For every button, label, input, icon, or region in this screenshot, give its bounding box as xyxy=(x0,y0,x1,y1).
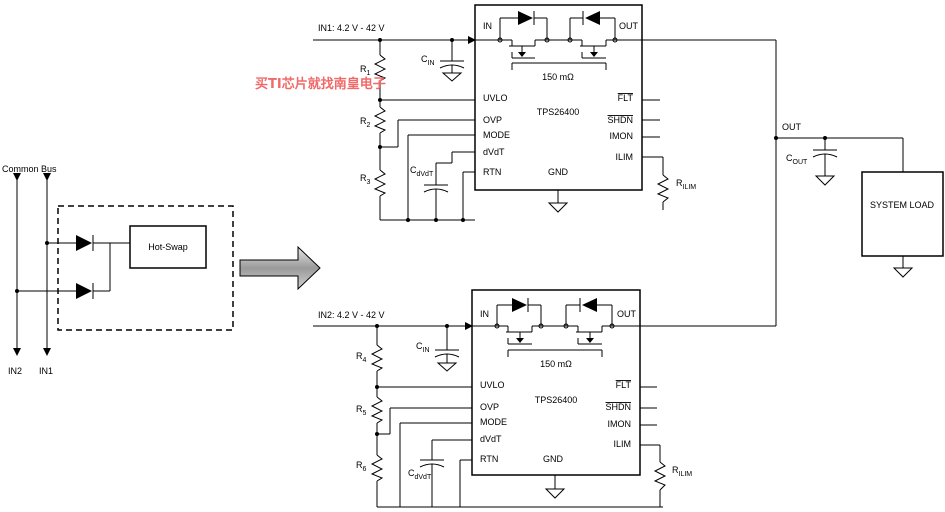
svg-text:FLT: FLT xyxy=(616,380,632,390)
svg-text:TPS26400: TPS26400 xyxy=(535,395,578,405)
svg-text:IN: IN xyxy=(480,309,489,319)
svg-text:R6: R6 xyxy=(356,460,367,473)
transform-arrow-icon xyxy=(239,245,321,291)
svg-text:OUT: OUT xyxy=(619,21,639,31)
svg-text:OVP: OVP xyxy=(483,115,502,125)
circuit-2: IN2: 4.2 V - 42 V CIN R4 R5 R6 xyxy=(313,289,776,508)
common-bus-block: Common Bus IN2 IN1 Hot-Swap xyxy=(2,164,234,376)
body-diode-icon xyxy=(585,11,600,25)
svg-text:R4: R4 xyxy=(356,351,367,364)
svg-text:RTN: RTN xyxy=(483,167,501,177)
ground-icon xyxy=(441,72,463,82)
svg-text:SHDN: SHDN xyxy=(607,115,633,125)
svg-text:GND: GND xyxy=(543,454,564,464)
svg-text:dVdT: dVdT xyxy=(483,147,505,157)
svg-text:R5: R5 xyxy=(356,404,367,417)
hotswap-dashed-box xyxy=(57,205,234,331)
svg-text:UVLO: UVLO xyxy=(483,93,508,103)
resistor-r1 xyxy=(373,54,387,82)
svg-text:RILIM: RILIM xyxy=(672,465,692,478)
svg-text:CdVdT: CdVdT xyxy=(410,165,434,178)
ground-icon xyxy=(436,362,458,372)
ground-icon xyxy=(547,202,569,213)
svg-text:FLT: FLT xyxy=(618,93,634,103)
resistor-rilim-1 xyxy=(656,174,670,203)
common-bus-label: Common Bus xyxy=(2,164,57,174)
svg-text:R1: R1 xyxy=(360,64,371,77)
svg-text:dVdT: dVdT xyxy=(480,434,502,444)
tps26400-chip-1 xyxy=(474,4,643,191)
svg-text:150 mΩ: 150 mΩ xyxy=(542,72,574,82)
svg-text:IMON: IMON xyxy=(608,419,632,429)
resistor-r3 xyxy=(373,169,387,197)
resistor-r4 xyxy=(370,344,384,372)
in1-label: IN1 xyxy=(39,366,53,376)
svg-text:MODE: MODE xyxy=(480,417,507,427)
svg-text:R2: R2 xyxy=(360,116,371,129)
svg-text:150 mΩ: 150 mΩ xyxy=(540,359,572,369)
body-diode-icon xyxy=(512,298,527,312)
diode-icon xyxy=(76,283,92,299)
svg-text:OVP: OVP xyxy=(480,402,499,412)
body-diode-icon xyxy=(518,11,533,25)
system-load-label: SYSTEM LOAD xyxy=(870,200,935,210)
hotswap-label: Hot-Swap xyxy=(148,242,188,252)
resistor-r6 xyxy=(370,454,384,482)
svg-text:ILIM: ILIM xyxy=(613,439,631,449)
svg-text:GND: GND xyxy=(548,167,569,177)
resistor-r5 xyxy=(370,396,384,424)
svg-text:IN: IN xyxy=(483,21,492,31)
svg-text:TPS26400: TPS26400 xyxy=(537,107,580,117)
svg-text:CdVdT: CdVdT xyxy=(408,468,432,481)
resistor-r2 xyxy=(373,106,387,134)
cin-label: CIN xyxy=(421,54,435,67)
svg-text:UVLO: UVLO xyxy=(480,380,505,390)
output-section: OUT COUT SYSTEM LOAD xyxy=(774,40,944,326)
svg-text:MODE: MODE xyxy=(483,130,510,140)
svg-text:RTN: RTN xyxy=(480,454,498,464)
ground-icon xyxy=(814,175,836,186)
resistor-rilim-2 xyxy=(653,461,667,491)
svg-text:RILIM: RILIM xyxy=(676,178,696,191)
in2-label: IN2 xyxy=(8,366,22,376)
svg-text:SHDN: SHDN xyxy=(605,402,631,412)
svg-text:OUT: OUT xyxy=(617,309,637,319)
diode-icon xyxy=(76,235,92,251)
svg-text:CIN: CIN xyxy=(416,341,430,354)
hotswap-box xyxy=(129,225,207,269)
svg-text:R3: R3 xyxy=(360,173,371,186)
svg-text:IMON: IMON xyxy=(610,131,634,141)
watermark-text: 买TI芯片就找南皇电子 xyxy=(255,76,386,92)
out-label: OUT xyxy=(782,122,802,132)
body-diode-icon xyxy=(582,298,597,312)
system-load-box xyxy=(861,171,944,257)
svg-text:ILIM: ILIM xyxy=(615,152,633,162)
circuit-1: IN1: 4.2 V - 42 V CIN R1 R2 R3 xyxy=(313,4,776,222)
ground-icon xyxy=(892,267,914,278)
circuit2-input-label: IN2: 4.2 V - 42 V xyxy=(318,310,385,320)
svg-text:COUT: COUT xyxy=(786,153,808,166)
circuit1-input-label: IN1: 4.2 V - 42 V xyxy=(318,23,385,33)
ground-icon xyxy=(544,488,566,499)
